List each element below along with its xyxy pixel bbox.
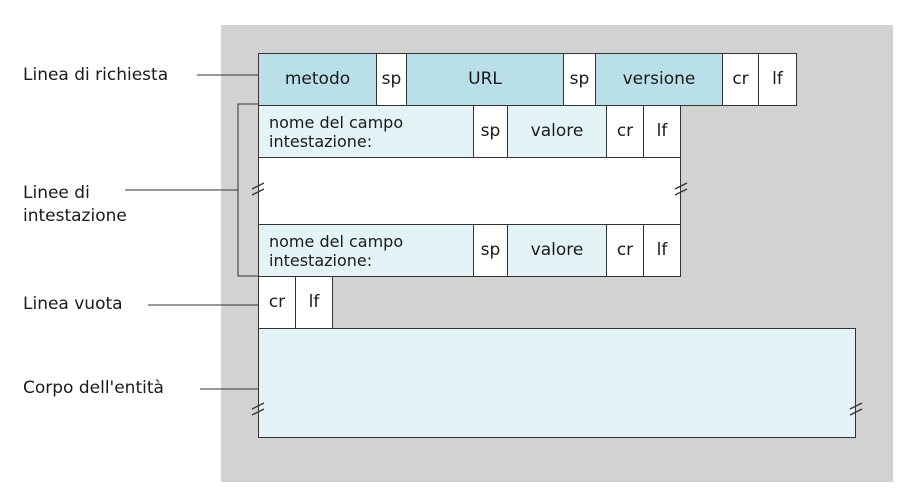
request-line-label: Linea di richiesta [23, 65, 169, 85]
lf-cell: lf [643, 105, 681, 158]
header-value-cell: valore [507, 224, 607, 277]
sp-cell: sp [473, 105, 508, 158]
omitted-header-lines [258, 157, 681, 225]
break-marks [251, 182, 863, 416]
entity-body-block [258, 328, 856, 438]
header-field-name-cell: nome del campo intestazione: [258, 105, 474, 158]
header-field-name-cell: nome del campo intestazione: [258, 224, 474, 277]
header-lines-label: Linee di intestazione [23, 183, 127, 226]
entity-body-label: Corpo dell'entità [23, 378, 164, 398]
blank-line-label: Linea vuota [23, 294, 123, 314]
header-lines-bracket [237, 103, 258, 277]
method-cell: metodo [258, 53, 377, 106]
lf-cell: lf [295, 276, 333, 329]
lf-cell: lf [758, 53, 797, 106]
url-cell: URL [406, 53, 564, 106]
lf-cell: lf [643, 224, 681, 277]
